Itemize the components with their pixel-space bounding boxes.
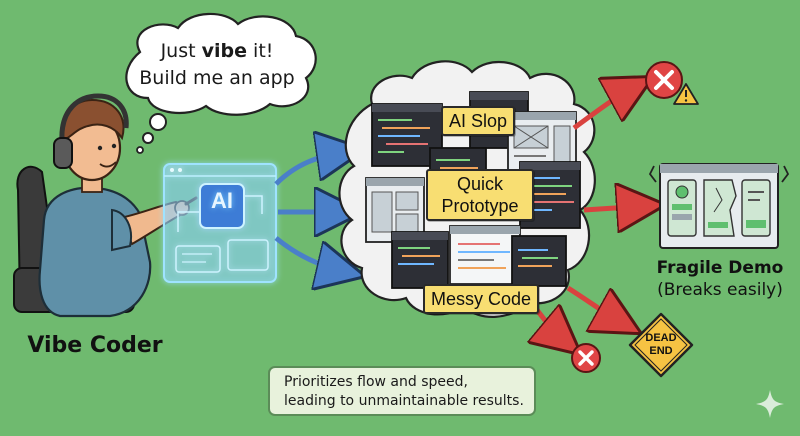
dead-end-line1: DEAD (645, 332, 677, 344)
label-ai-slop: AI Slop (441, 106, 516, 136)
summary-line2: leading to unmaintainable results. (284, 393, 524, 409)
ai-hologram-screen (163, 163, 277, 283)
thought-bubble (125, 12, 317, 154)
input-arrows (274, 152, 346, 272)
thought-line1-post: it! (247, 40, 274, 62)
vibe-coder-label: Vibe Coder (27, 333, 163, 358)
label-quick-line2: Prototype (441, 196, 519, 216)
label-quick-line1: Quick (456, 174, 503, 194)
dead-end-text: DEAD END (634, 332, 688, 358)
label-messy-code: Messy Code (423, 284, 540, 314)
dead-end-sign (628, 312, 694, 378)
outcome-arrows (534, 86, 646, 342)
warning-icon (673, 83, 699, 105)
label-quick-prototype: Quick Prototype (426, 169, 534, 221)
dead-end-line2: END (649, 345, 673, 357)
code-window-stack (365, 91, 581, 289)
error-x-icon (645, 61, 683, 99)
thought-line2: Build me an app (139, 67, 295, 89)
thought-line1-bold: vibe (201, 40, 248, 62)
fragile-demo-title: Fragile Demo (656, 258, 784, 278)
thought-bubble-text: Just vibe it! Build me an app (122, 38, 312, 92)
fragile-demo-screen (648, 163, 790, 249)
ai-chip-label: AI (211, 188, 233, 213)
error-x-icon-small (571, 343, 601, 373)
summary-line1: Prioritizes flow and speed, (284, 374, 468, 390)
headphones-icon (53, 93, 129, 169)
thought-line1-pre: Just (160, 40, 202, 62)
sparkle-icon (756, 390, 784, 418)
fragile-demo-subtitle: (Breaks easily) (657, 280, 783, 300)
summary-note: Prioritizes flow and speed, leading to u… (268, 366, 536, 416)
